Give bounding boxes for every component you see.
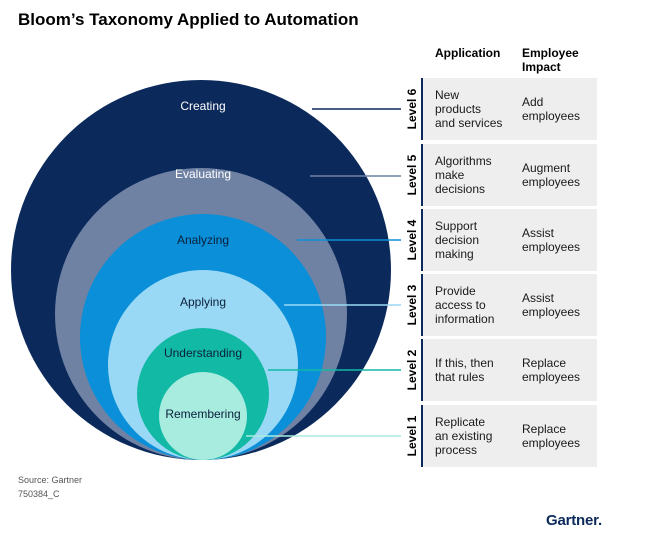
application-cell: Replicate an existing process bbox=[435, 405, 515, 467]
application-line: and services bbox=[435, 116, 503, 130]
level-tab: Level 6 bbox=[401, 78, 423, 140]
column-header-application: Application bbox=[435, 46, 501, 60]
application-line: decisions bbox=[435, 182, 486, 196]
application-line: If this, then bbox=[435, 356, 494, 370]
label-analyzing: Analyzing bbox=[176, 233, 230, 247]
level-label: Level 6 bbox=[405, 88, 419, 130]
impact-cell: Replace employees bbox=[522, 339, 596, 401]
level-label: Level 3 bbox=[405, 284, 419, 326]
application-line: products bbox=[435, 102, 482, 116]
level-label: Level 5 bbox=[405, 154, 419, 196]
label-evaluating: Evaluating bbox=[174, 167, 232, 181]
application-line: information bbox=[435, 312, 495, 326]
level-row-4: Level 4 Support decision making Assist e… bbox=[401, 209, 597, 271]
level-label: Level 2 bbox=[405, 349, 419, 391]
level-row-1: Level 1 Replicate an existing process Re… bbox=[401, 405, 597, 467]
impact-line: Replace bbox=[522, 422, 567, 436]
level-tab: Level 2 bbox=[401, 339, 423, 401]
impact-cell: Assist employees bbox=[522, 274, 596, 336]
application-line: make bbox=[435, 168, 465, 182]
impact-line: Replace bbox=[522, 356, 567, 370]
application-line: New bbox=[435, 88, 460, 102]
impact-line: employees bbox=[522, 109, 581, 123]
impact-line: employees bbox=[522, 370, 581, 384]
column-header-impact-line1: Employee bbox=[522, 46, 579, 60]
label-understanding: Understanding bbox=[163, 346, 243, 360]
level-label: Level 4 bbox=[405, 219, 419, 261]
level-tab: Level 1 bbox=[401, 405, 423, 467]
gartner-logo: Gartner. bbox=[546, 512, 602, 529]
impact-line: Assist bbox=[522, 291, 555, 305]
application-cell: Provide access to information bbox=[435, 274, 515, 336]
impact-cell: Replace employees bbox=[522, 405, 596, 467]
application-line: Support bbox=[435, 219, 478, 233]
impact-cell: Assist employees bbox=[522, 209, 596, 271]
application-cell: If this, then that rules bbox=[435, 339, 515, 401]
source-note: Source: Gartner bbox=[18, 475, 83, 485]
label-creating: Creating bbox=[180, 99, 226, 113]
circle-remembering bbox=[159, 372, 247, 460]
logo-dot: . bbox=[597, 512, 602, 529]
column-header-impact: Employee Impact bbox=[522, 46, 579, 74]
level-label: Level 1 bbox=[405, 415, 419, 457]
level-tab: Level 5 bbox=[401, 144, 423, 206]
level-tab: Level 3 bbox=[401, 274, 423, 336]
label-applying: Applying bbox=[179, 295, 227, 309]
application-line: access to bbox=[435, 298, 486, 312]
impact-line: employees bbox=[522, 436, 581, 450]
column-header-impact-line2: Impact bbox=[522, 60, 561, 74]
application-line: decision bbox=[435, 233, 480, 247]
level-row-5: Level 5 Algorithms make decisions Augmen… bbox=[401, 144, 597, 206]
application-cell: Support decision making bbox=[435, 209, 515, 271]
level-row-2: Level 2 If this, then that rules Replace… bbox=[401, 339, 597, 401]
impact-line: Augment bbox=[522, 161, 571, 175]
impact-line: Assist bbox=[522, 226, 555, 240]
application-cell: Algorithms make decisions bbox=[435, 144, 515, 206]
impact-cell: Augment employees bbox=[522, 144, 596, 206]
logo-text: Gartner bbox=[546, 512, 598, 529]
impact-line: employees bbox=[522, 240, 581, 254]
application-line: that rules bbox=[435, 370, 485, 384]
application-line: process bbox=[435, 443, 478, 457]
impact-line: employees bbox=[522, 175, 581, 189]
impact-cell: Add employees bbox=[522, 78, 596, 140]
level-row-3: Level 3 Provide access to information As… bbox=[401, 274, 597, 336]
label-remembering: Remembering bbox=[165, 407, 241, 421]
level-row-6: Level 6 New products and services Add em… bbox=[401, 78, 597, 140]
page-title: Bloom’s Taxonomy Applied to Automation bbox=[18, 10, 359, 29]
application-line: an existing bbox=[435, 429, 493, 443]
level-tab: Level 4 bbox=[401, 209, 423, 271]
document-code: 750384_C bbox=[18, 489, 60, 499]
impact-line: Add bbox=[522, 95, 544, 109]
impact-line: employees bbox=[522, 305, 581, 319]
application-line: making bbox=[435, 247, 474, 261]
application-cell: New products and services bbox=[435, 78, 515, 140]
application-line: Replicate bbox=[435, 415, 486, 429]
application-line: Provide bbox=[435, 284, 476, 298]
application-line: Algorithms bbox=[435, 154, 492, 168]
